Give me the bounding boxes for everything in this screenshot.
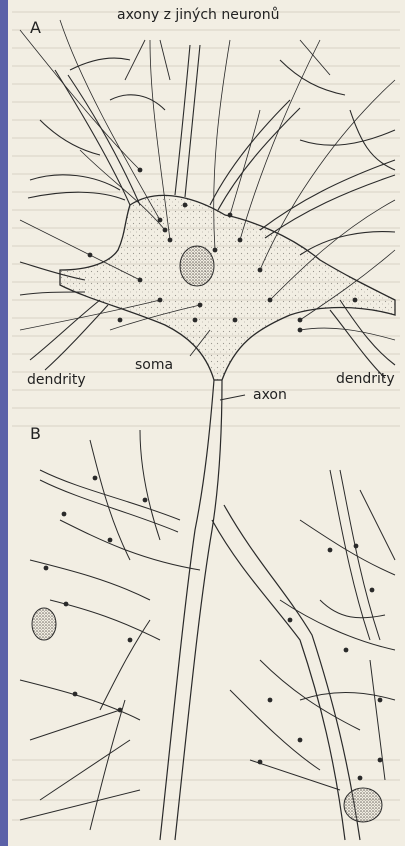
axons-from-other-neurons-label: axony z jiných neuronů	[117, 7, 279, 23]
nucleus-b-right	[344, 788, 382, 822]
panel-b-label: B	[30, 426, 41, 442]
dendrites-right-label: dendrity	[336, 371, 395, 387]
panel-a-label: A	[30, 20, 41, 36]
soma-label: soma	[135, 357, 173, 373]
nucleus-a	[180, 246, 214, 286]
nucleus-b-left	[32, 608, 56, 640]
dendrites-left-label: dendrity	[27, 372, 86, 388]
paper-background	[8, 0, 405, 846]
axon-label: axon	[253, 387, 287, 403]
